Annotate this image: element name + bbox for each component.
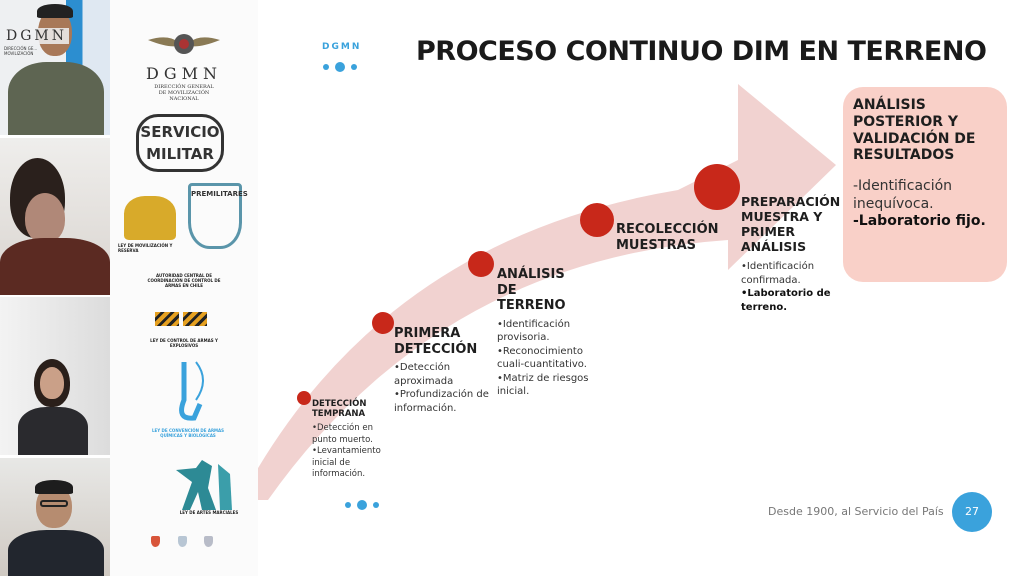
slide-brand: DGMN bbox=[322, 42, 362, 52]
dgmn-emblem-icon bbox=[148, 34, 220, 54]
step-title: DETECCIÓN TEMPRANA bbox=[312, 399, 367, 420]
step-marker bbox=[580, 203, 614, 237]
slide-title: PROCESO CONTINUO DIM EN TERRENO bbox=[416, 36, 987, 67]
artes-marciales-icon bbox=[176, 460, 232, 510]
step-bullet: •Levantamiento inicial de información. bbox=[312, 446, 381, 480]
premilitares-text: PREMILITARES bbox=[191, 190, 248, 198]
ley-quimicas-label: LEY DE CONVENCIÓN DE ARMAS QUÍMICAS Y BI… bbox=[151, 428, 225, 438]
servicio-militar-logo: SERVICIO MILITAR bbox=[136, 114, 224, 172]
step-title: ANÁLISIS DE TERRENO bbox=[497, 267, 566, 314]
slide-sidebar-logos: DGMN DIRECCIÓN GENERAL DE MOVILIZACIÓN N… bbox=[110, 0, 258, 576]
video-tile-participant-2[interactable] bbox=[0, 138, 110, 295]
step-bullet: •Detección en punto muerto. bbox=[312, 423, 373, 445]
video-tile-participant-4[interactable] bbox=[0, 458, 110, 576]
step-bullet: •Reconocimiento cuali-cuantitativo. bbox=[497, 345, 587, 371]
ley-movilizacion-label: LEY DE MOVILIZACIÓN Y RESERVA bbox=[118, 243, 173, 253]
servicio-text: SERVICIO bbox=[140, 123, 220, 141]
step-recoleccion-muestras: RECOLECCIÓN MUESTRAS bbox=[616, 222, 719, 253]
shield-icon bbox=[204, 536, 213, 547]
page-number: 27 bbox=[952, 492, 992, 532]
presentation-slide: DGMN PROCESO CONTINUO DIM EN TERRENO DET… bbox=[258, 0, 1024, 576]
step-title: PRIMERA DETECCIÓN bbox=[394, 326, 478, 357]
overlay-logo-text: DGMN bbox=[4, 28, 69, 44]
overlay-logo-sub: DIRECCIÓN GE... MOVILIZACIÓN bbox=[4, 46, 38, 56]
video-tile-participant-3[interactable] bbox=[0, 297, 110, 455]
final-title: ANÁLISIS POSTERIOR Y VALIDACIÓN DE RESUL… bbox=[853, 97, 976, 164]
shield-icon bbox=[151, 536, 160, 547]
explosivos-logo-icon bbox=[183, 312, 207, 326]
step-title: PREPARACIÓN MUESTRA Y PRIMER ANÁLISIS bbox=[741, 194, 841, 254]
step-bullet: •Detección aproximada bbox=[394, 362, 454, 387]
step-bullet: •Profundización de información. bbox=[394, 389, 489, 414]
militar-text: MILITAR bbox=[146, 145, 214, 163]
step-title: RECOLECCIÓN MUESTRAS bbox=[616, 222, 719, 253]
video-tile-participant-1[interactable]: DGMN DIRECCIÓN GE... MOVILIZACIÓN bbox=[0, 0, 110, 135]
step-bullet: •Identificación provisoria. bbox=[497, 318, 571, 344]
autoridad-label: AUTORIDAD CENTRAL DE COORDINACIÓN DE CON… bbox=[147, 273, 221, 288]
step-marker bbox=[468, 251, 494, 277]
armas-logo-icon bbox=[155, 312, 179, 326]
step-preparacion-muestra: PREPARACIÓN MUESTRA Y PRIMER ANÁLISIS •I… bbox=[741, 194, 841, 314]
step-bullet: •Identificación confirmada. bbox=[741, 261, 815, 286]
step-bullet: •Laboratorio de terreno. bbox=[741, 288, 831, 313]
shield-icon bbox=[178, 536, 187, 547]
step-analisis-terreno: ANÁLISIS DE TERRENO •Identificación prov… bbox=[497, 267, 607, 399]
step-marker bbox=[297, 391, 311, 405]
step-bullet: •Matriz de riesgos inicial. bbox=[497, 372, 589, 398]
step-marker bbox=[372, 312, 394, 334]
slide-footer: Desde 1900, al Servicio del País bbox=[768, 505, 944, 518]
step-marker bbox=[694, 164, 740, 210]
final-step-box: ANÁLISIS POSTERIOR Y VALIDACIÓN DE RESUL… bbox=[843, 87, 1007, 282]
final-line-2: -Laboratorio fijo. bbox=[853, 213, 986, 230]
premilitares-logo: PREMILITARES bbox=[188, 183, 248, 249]
step-primera-deteccion: PRIMERA DETECCIÓN •Detección aproximada … bbox=[394, 326, 489, 415]
step-deteccion-temprana: DETECCIÓN TEMPRANA •Detección en punto m… bbox=[312, 399, 382, 481]
ley-armas-label: LEY DE CONTROL DE ARMAS Y EXPLOSIVOS bbox=[150, 338, 218, 348]
dna-flask-icon bbox=[179, 361, 204, 421]
sidebar-org: DGMN bbox=[146, 64, 222, 83]
sidebar-org-sub: DIRECCIÓN GENERAL DE MOVILIZACIÓN NACION… bbox=[154, 84, 214, 102]
process-arrow bbox=[258, 62, 836, 510]
final-line-1: -Identificación inequívoca. bbox=[853, 178, 953, 212]
movilizacion-logo-icon bbox=[124, 196, 176, 240]
ley-artes-label: LEY DE ARTES MARCIALES bbox=[179, 510, 239, 515]
